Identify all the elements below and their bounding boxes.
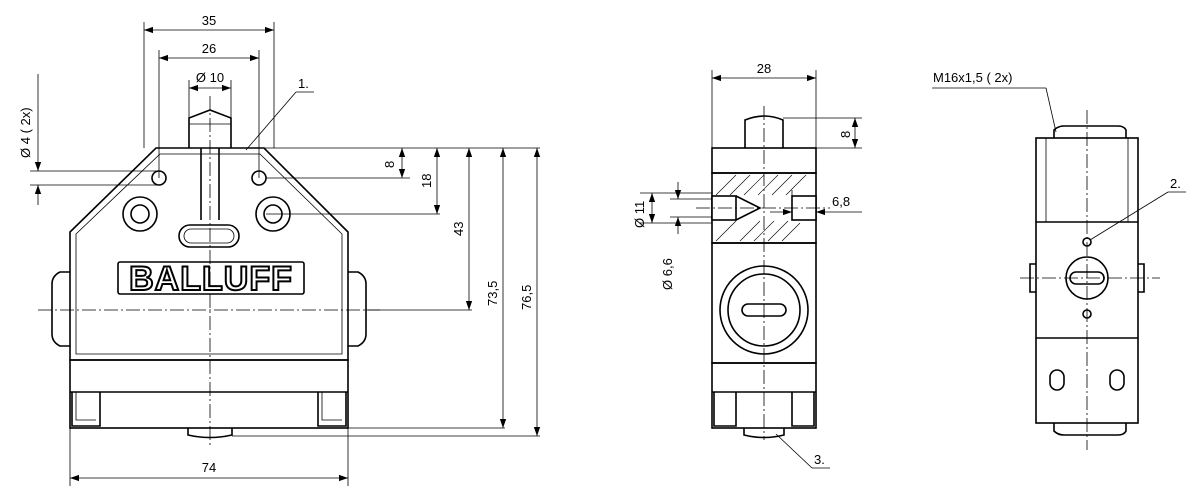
back-view: M16x1,5 ( 2x) 2. bbox=[932, 70, 1186, 450]
front-view: BALLUFF 35 26 Ø 10 1. Ø 4 ( 2x) bbox=[18, 13, 541, 486]
dim-8: 8 bbox=[382, 161, 397, 168]
section-hatch bbox=[715, 174, 807, 242]
side-view: 28 8 Ø 11 Ø 6,6 6,8 3. bbox=[632, 61, 862, 469]
dim-d6-6: Ø 6,6 bbox=[660, 258, 675, 290]
brand-logo: BALLUFF bbox=[129, 260, 293, 298]
switch-body-lower bbox=[69, 359, 349, 429]
callout-2: 2. bbox=[1170, 176, 1181, 191]
dim-73-5: 73,5 bbox=[485, 281, 500, 306]
dim-74: 74 bbox=[202, 460, 216, 475]
dim-35: 35 bbox=[202, 13, 216, 28]
dim-6-8: 6,8 bbox=[832, 194, 850, 209]
dim-18: 18 bbox=[419, 174, 434, 188]
callout-3: 3. bbox=[814, 452, 825, 467]
dim-side-8: 8 bbox=[838, 131, 853, 138]
dim-76-5: 76,5 bbox=[519, 285, 534, 310]
brand-logo-frame bbox=[117, 261, 305, 295]
dim-26: 26 bbox=[202, 41, 216, 56]
dim-d10: Ø 10 bbox=[196, 70, 224, 85]
switch-body-upper bbox=[69, 147, 349, 361]
slot-window bbox=[178, 224, 240, 248]
thread-label: M16x1,5 ( 2x) bbox=[933, 70, 1012, 85]
callout-1: 1. bbox=[298, 76, 309, 91]
dim-d11: Ø 11 bbox=[632, 201, 647, 228]
dim-28: 28 bbox=[757, 61, 771, 76]
dim-43: 43 bbox=[451, 222, 466, 236]
dim-hole-d4: Ø 4 ( 2x) bbox=[18, 107, 33, 158]
screw-head bbox=[122, 196, 158, 232]
